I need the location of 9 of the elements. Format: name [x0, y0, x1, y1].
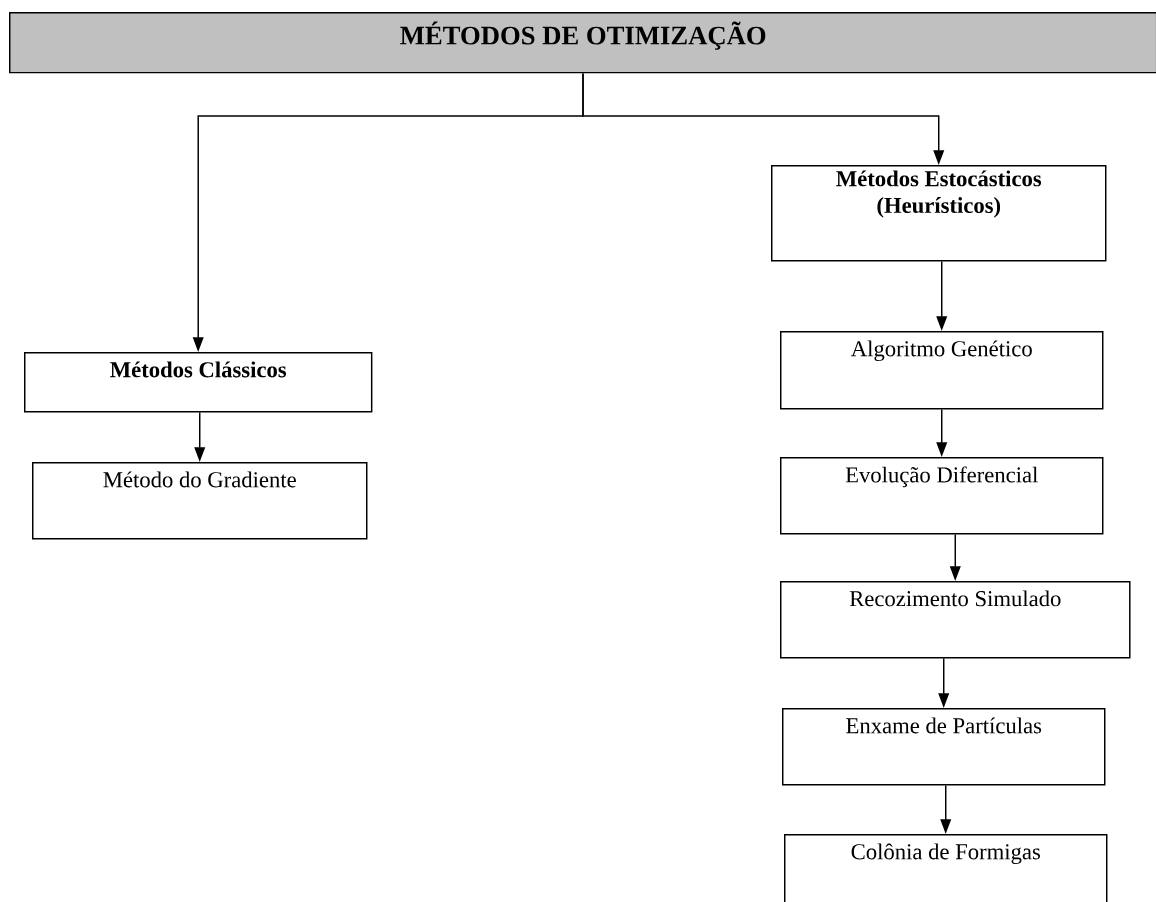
method-box: Evolução Diferencial: [780, 457, 1104, 535]
method-box: Método do Gradiente: [32, 462, 368, 540]
method-box: Colônia de Formigas: [784, 834, 1108, 902]
method-box: Enxame de Partículas: [782, 708, 1106, 786]
category-box: Métodos Estocásticos (Heurísticos): [771, 165, 1107, 262]
method-box: Algoritmo Genético: [780, 331, 1104, 410]
title-banner: MÉTODOS DE OTIMIZAÇÃO: [9, 12, 1156, 74]
category-box: Métodos Clássicos: [24, 352, 373, 413]
method-box: Recozimento Simulado: [780, 581, 1131, 659]
